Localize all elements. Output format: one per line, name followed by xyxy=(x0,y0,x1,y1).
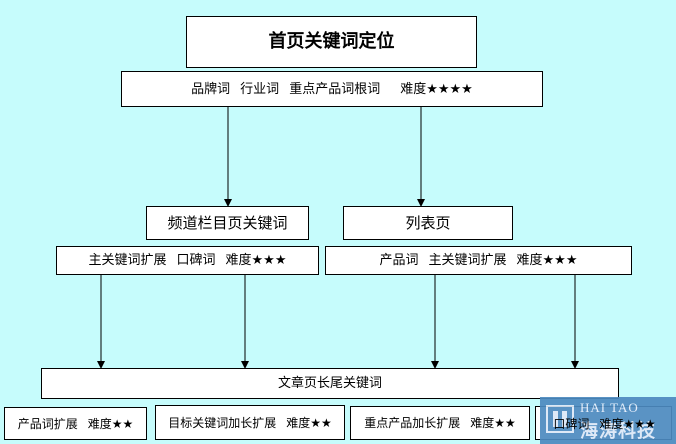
list-page-box: 列表页 xyxy=(343,206,513,240)
bottom-item-name: 目标关键词加长扩展 xyxy=(168,415,277,430)
article-page-title: 文章页长尾关键词 xyxy=(277,376,382,391)
watermark-english: HAI TAO xyxy=(580,400,639,415)
bottom-item-difficulty: 难度★★ xyxy=(87,416,134,431)
homepage-keyword-positioning-box: 首页关键词定位 xyxy=(186,16,477,68)
watermark-chinese: 海涛科技 xyxy=(580,421,656,442)
homepage-keyword-positioning-title: 首页关键词定位 xyxy=(268,31,395,52)
channel-page-box: 频道栏目页关键词 xyxy=(146,206,309,240)
article-page-box: 文章页长尾关键词 xyxy=(41,368,619,399)
channel-page-keyword-main-expansion: 主关键词扩展 xyxy=(88,253,167,268)
haitao-watermark: HAI TAO 海涛科技 xyxy=(540,397,676,444)
bottom-item-reputation-label: 口碑词 难度★★★ xyxy=(537,408,672,438)
channel-page-title: 频道栏目页关键词 xyxy=(167,213,288,232)
bottom-item-key-product-box: 重点产品加长扩展 难度★★ xyxy=(350,406,530,440)
haitao-logo-icon xyxy=(546,405,574,433)
list-page-difficulty: 难度★★★ xyxy=(516,253,578,268)
bottom-item-difficulty: 难度★★★ xyxy=(599,416,656,431)
bottom-item-name: 产品词扩展 xyxy=(17,416,78,431)
channel-page-keyword-reputation: 口碑词 xyxy=(176,253,216,268)
bottom-item-name: 口碑词 xyxy=(553,416,590,431)
list-page-keywords-box: 产品词 主关键词扩展 难度★★★ xyxy=(325,246,632,275)
bottom-item-difficulty: 难度★★ xyxy=(470,416,516,430)
list-page-title: 列表页 xyxy=(405,213,451,232)
homepage-keywords-box: 品牌词 行业词 重点产品词根词 难度★★★★ xyxy=(121,71,543,107)
list-page-keyword-product: 产品词 xyxy=(379,253,419,268)
homepage-keyword-brand: 品牌词 xyxy=(191,81,231,97)
list-page-keyword-main-expansion: 主关键词扩展 xyxy=(428,253,507,268)
bottom-item-difficulty: 难度★★ xyxy=(286,415,332,430)
bottom-item-product-expansion-box: 产品词扩展 难度★★ xyxy=(4,407,147,440)
bottom-item-target-keyword-box: 目标关键词加长扩展 难度★★ xyxy=(155,405,345,440)
homepage-keyword-product-root: 重点产品词根词 xyxy=(289,81,381,97)
homepage-difficulty: 难度★★★★ xyxy=(400,81,473,97)
channel-page-difficulty: 难度★★★ xyxy=(225,253,287,268)
homepage-keyword-industry: 行业词 xyxy=(240,81,280,97)
bottom-item-name: 重点产品加长扩展 xyxy=(364,416,461,430)
channel-page-keywords-box: 主关键词扩展 口碑词 难度★★★ xyxy=(56,246,319,275)
